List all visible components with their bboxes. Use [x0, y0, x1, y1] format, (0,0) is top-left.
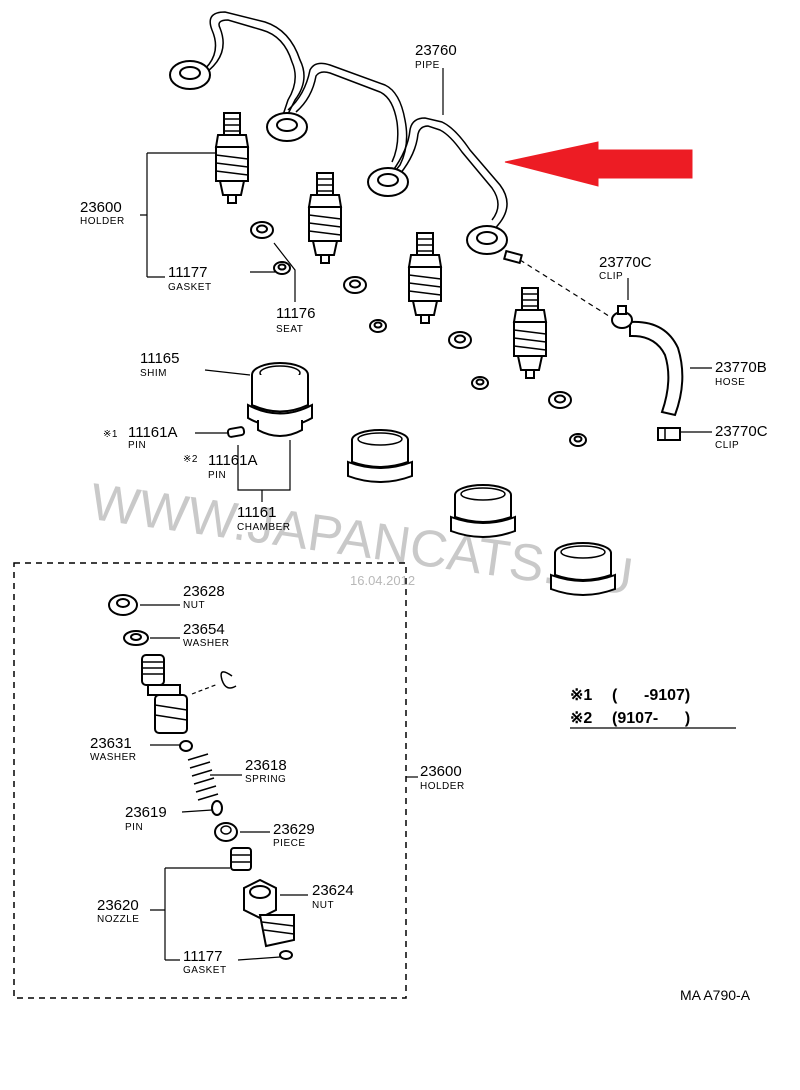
hose-name: HOSE — [715, 377, 745, 388]
pipe-name: PIPE — [415, 60, 440, 71]
gasket-1 — [273, 261, 291, 275]
nut-top-name: NUT — [183, 600, 205, 611]
clip-top-number: 23770C — [599, 254, 652, 271]
seat-number: 11176 — [276, 305, 316, 322]
spring-number: 23618 — [245, 757, 287, 774]
exploded-holder-parts — [108, 594, 295, 960]
legend-mark-1: ※1 — [570, 687, 592, 704]
injector-holder-2 — [308, 172, 342, 264]
red-arrow-icon — [504, 141, 693, 187]
pin-number: 23619 — [125, 804, 167, 821]
seat-2 — [343, 276, 367, 294]
nut-top-number: 23628 — [183, 583, 225, 600]
nozzle-name: NOZZLE — [97, 914, 139, 925]
seat-1 — [250, 221, 274, 239]
legend-range-1: ( -9107) — [612, 687, 690, 704]
chamber-2 — [450, 484, 516, 538]
leak-off-hose — [629, 320, 684, 417]
shim-name: SHIM — [140, 368, 167, 379]
gasket-4 — [569, 433, 587, 447]
washer-top-number: 23654 — [183, 621, 225, 638]
holder-top-number: 23600 — [80, 199, 122, 216]
pipe-ring-2 — [266, 112, 308, 142]
seat-4 — [548, 391, 572, 409]
pipe-ring-3 — [367, 167, 409, 197]
injector-holder-1 — [215, 112, 249, 204]
nut-bottom-name: NUT — [312, 900, 334, 911]
gasket-bottom-number: 11177 — [183, 948, 223, 965]
washer-top-name: WASHER — [183, 638, 230, 649]
shim-number: 11165 — [140, 350, 180, 367]
injector-holder-4 — [513, 287, 547, 379]
spring-name: SPRING — [245, 774, 286, 785]
clip-bottom-number: 23770C — [715, 423, 768, 440]
leader-lines — [140, 68, 736, 961]
chamber-1 — [347, 429, 413, 483]
holder-right-name: HOLDER — [420, 781, 465, 792]
chamber-number: 11161 — [237, 504, 277, 521]
pin2-number: 11161A — [208, 452, 258, 469]
holder-top-name: HOLDER — [80, 216, 125, 227]
legend-mark-2: ※2 — [570, 710, 592, 727]
shim-chamber-assembly — [247, 362, 313, 437]
chamber-name: CHAMBER — [237, 522, 291, 533]
pin1-mark: ※1 — [103, 429, 118, 440]
piece-name: PIECE — [273, 838, 306, 849]
pin2-name: PIN — [208, 470, 226, 481]
holder-right-number: 23600 — [420, 763, 462, 780]
pipe-ring-4 — [466, 225, 508, 255]
seat-3 — [448, 331, 472, 349]
injector-holder-3 — [408, 232, 442, 324]
clip-top-icon — [611, 305, 633, 329]
pipe-number: 23760 — [415, 42, 457, 59]
gasket-bottom-name: GASKET — [183, 965, 227, 976]
pin1-number: 11161A — [128, 424, 178, 441]
gasket-3 — [471, 376, 489, 390]
hose-number: 23770B — [715, 359, 767, 376]
gasket-top-number: 11177 — [168, 264, 208, 281]
pin1-name: PIN — [128, 440, 146, 451]
gasket-top-name: GASKET — [168, 282, 212, 293]
nozzle-number: 23620 — [97, 897, 139, 914]
clip-bottom-icon — [657, 427, 681, 441]
injection-pipes — [189, 11, 508, 236]
pin-part — [226, 426, 246, 438]
piece-number: 23629 — [273, 821, 315, 838]
gasket-2 — [369, 319, 387, 333]
pin2-mark: ※2 — [183, 454, 198, 465]
pin-name: PIN — [125, 822, 143, 833]
seat-name: SEAT — [276, 324, 303, 335]
clip-bottom-name: CLIP — [715, 440, 739, 451]
washer-mid-name: WASHER — [90, 752, 137, 763]
holder-breakdown-box — [13, 562, 407, 999]
clip-top-name: CLIP — [599, 271, 623, 282]
chamber-3 — [550, 542, 616, 596]
pipe-ring-1 — [169, 60, 211, 90]
diagram-code: MA A790-A — [680, 987, 751, 1003]
washer-mid-number: 23631 — [90, 735, 132, 752]
watermark-date: 16.04.2012 — [350, 573, 415, 588]
legend-range-2: (9107- ) — [612, 710, 690, 727]
nut-bottom-number: 23624 — [312, 882, 354, 899]
